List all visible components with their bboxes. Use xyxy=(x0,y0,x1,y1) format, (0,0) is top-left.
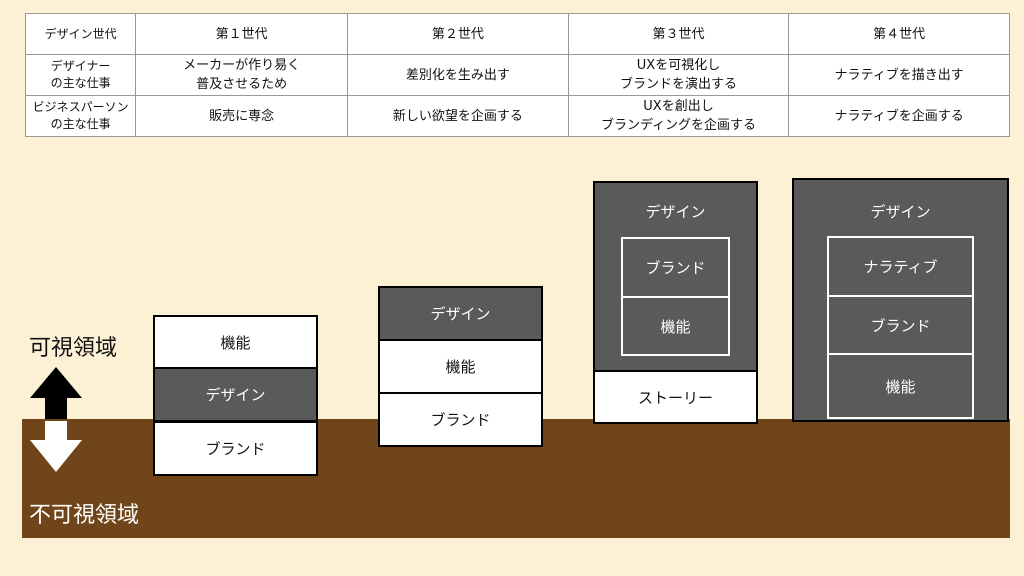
table-cell: 差別化を生み出す xyxy=(347,54,569,96)
table-cell: ナラティブを描き出す xyxy=(788,54,1010,96)
table-cell: メーカーが作り易く普及させるため xyxy=(135,54,349,96)
gen1-function: 機能 xyxy=(155,317,316,369)
table-cell: 販売に専念 xyxy=(135,95,349,137)
gen2-function: 機能 xyxy=(378,339,543,394)
gen4-function: 機能 xyxy=(827,353,974,419)
text: UXを創出し xyxy=(643,99,714,114)
up-down-arrow-icon xyxy=(30,367,82,472)
down-arrow-icon xyxy=(30,421,82,472)
text: デザイナー xyxy=(50,59,111,73)
table-cell: UXを創出しブランディングを企画する xyxy=(567,95,790,137)
table-row: ビジネスパーソンの主な仕事 販売に専念 新しい欲望を企画する UXを創出しブラン… xyxy=(24,95,1010,137)
visible-area-label: 可視領域 xyxy=(29,336,118,361)
generation-table: デザイン世代 第１世代 第２世代 第３世代 第４世代 デザイナーの主な仕事 メー… xyxy=(24,13,1010,137)
header-cell: 第４世代 xyxy=(788,13,1010,55)
text: ブランディングを企画する xyxy=(600,118,757,133)
gen2-design: デザイン xyxy=(378,286,543,341)
table-cell: UXを可視化しブランドを演出する xyxy=(567,54,790,96)
gen4-design-box: デザイン ナラティブ ブランド 機能 xyxy=(792,178,1009,422)
gen1-design: デザイン xyxy=(155,369,316,420)
gen1-stack: 機能 デザイン xyxy=(153,315,318,422)
table-cell: ナラティブを企画する xyxy=(788,95,1010,137)
text: 普及させるため xyxy=(196,77,288,92)
table-header-row: デザイン世代 第１世代 第２世代 第３世代 第４世代 xyxy=(24,13,1010,55)
header-cell: デザイン世代 xyxy=(24,13,137,55)
row-label: デザイナーの主な仕事 xyxy=(24,54,137,96)
row-label: ビジネスパーソンの主な仕事 xyxy=(24,95,137,137)
gen4-brand: ブランド xyxy=(827,295,974,355)
gen3-design-box: デザイン ブランド 機能 xyxy=(593,181,758,372)
header-cell: 第３世代 xyxy=(567,13,790,55)
up-arrow-icon xyxy=(30,367,82,419)
gen3-design-label: デザイン xyxy=(645,203,706,221)
text: UXを可視化し xyxy=(636,58,721,73)
text: ブランドを演出する xyxy=(619,77,737,92)
gen4-narrative: ナラティブ xyxy=(827,236,974,297)
header-cell: 第１世代 xyxy=(135,13,349,55)
gen4-design-label: デザイン xyxy=(870,203,931,221)
gen3-story: ストーリー xyxy=(593,370,758,424)
text: の主な仕事 xyxy=(50,76,111,90)
invisible-area-label: 不可視領域 xyxy=(29,503,140,528)
gen2-brand: ブランド xyxy=(378,392,543,447)
gen3-brand: ブランド xyxy=(621,237,730,298)
text: ビジネスパーソン xyxy=(32,100,129,114)
text: の主な仕事 xyxy=(50,117,111,131)
gen1-brand: ブランド xyxy=(153,421,318,476)
gen3-function: 機能 xyxy=(621,296,730,356)
table-row: デザイナーの主な仕事 メーカーが作り易く普及させるため 差別化を生み出す UXを… xyxy=(24,54,1010,96)
text: メーカーが作り易く xyxy=(183,58,301,73)
table-cell: 新しい欲望を企画する xyxy=(347,95,569,137)
header-cell: 第２世代 xyxy=(347,13,569,55)
